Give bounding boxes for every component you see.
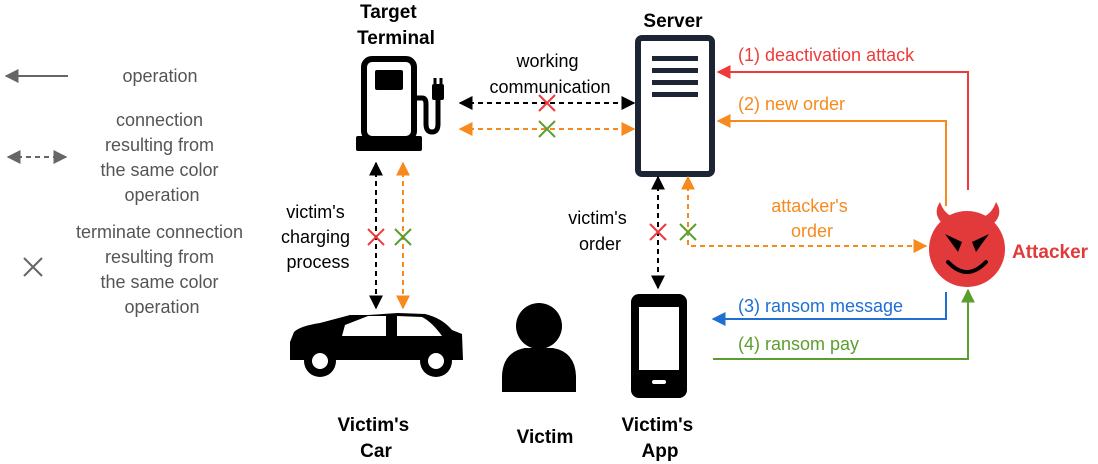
person-icon xyxy=(502,303,576,392)
victim-app-label: Victim's App xyxy=(621,415,698,462)
cross-mark-icon xyxy=(23,257,43,277)
cross-mark-icon xyxy=(679,223,697,241)
server: Server xyxy=(635,11,715,177)
legend: operation connection resulting from the … xyxy=(4,66,248,317)
legend-connection-label: connection resulting from the same color… xyxy=(100,110,223,205)
op-new-order-label: (2) new order xyxy=(738,94,845,114)
victim-car: Victim's Car xyxy=(290,313,463,462)
victim-app: Victim's App xyxy=(621,294,698,462)
charging-process-label: victim's charging process xyxy=(281,202,355,272)
cross-mark-icon xyxy=(367,228,385,246)
cross-mark-icon xyxy=(538,94,556,112)
server-label: Server xyxy=(643,11,703,32)
devil-icon xyxy=(929,202,1005,287)
cross-mark-icon xyxy=(649,223,667,241)
op-new-order-arrow xyxy=(716,114,947,206)
legend-terminate-label: terminate connection resulting from the … xyxy=(76,222,248,317)
fuel-pump-icon xyxy=(356,56,444,151)
op-ransom-pay-label: (4) ransom pay xyxy=(738,334,859,354)
legend-operation-label: operation xyxy=(122,66,197,86)
victim: Victim xyxy=(502,303,576,448)
attacker-server-connection-orange xyxy=(681,175,928,253)
cross-mark-icon xyxy=(538,120,556,138)
smartphone-icon xyxy=(631,294,687,398)
victim-car-label: Victim's Car xyxy=(337,415,414,462)
victims-order-label: victim's order xyxy=(568,208,631,254)
car-icon xyxy=(290,313,463,377)
working-communication-label: working communication xyxy=(489,51,610,97)
op-ransom-pay-arrow xyxy=(713,288,975,360)
op-deactivation-attack-arrow xyxy=(716,65,969,190)
op-ransom-message-label: (3) ransom message xyxy=(738,296,903,316)
op-deactivation-attack-label: (1) deactivation attack xyxy=(738,45,915,65)
op-ransom-message-arrow xyxy=(711,292,947,326)
cross-mark-icon xyxy=(394,228,412,246)
attacker-label: Attacker xyxy=(1012,242,1089,263)
server-icon xyxy=(635,35,715,177)
attacker: Attacker xyxy=(929,202,1089,287)
target-terminal: Target Terminal xyxy=(356,2,444,151)
victim-label: Victim xyxy=(517,427,574,448)
target-terminal-label: Target Terminal xyxy=(357,2,435,49)
attackers-order-label: attacker's order xyxy=(771,196,852,241)
